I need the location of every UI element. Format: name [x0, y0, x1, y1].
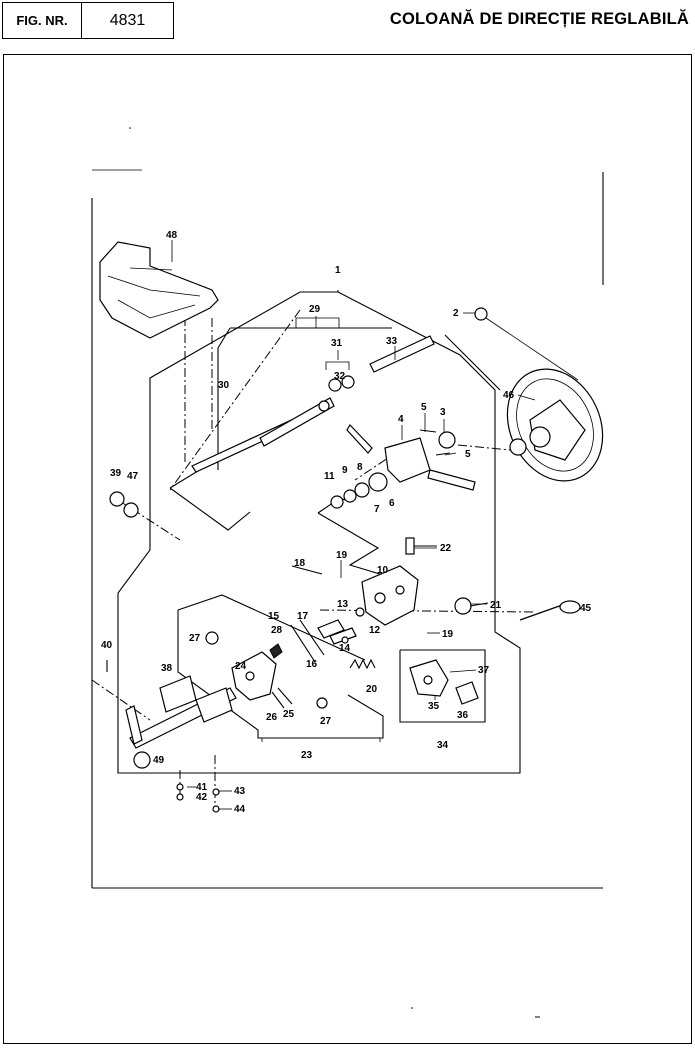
callout-46: 46	[503, 390, 515, 401]
tilt-housing-part	[361, 565, 489, 626]
figure-label: FIG. NR.	[3, 3, 82, 38]
ignition-key-part	[519, 600, 581, 621]
callout-47: 47	[127, 471, 139, 482]
callout-11: 11	[324, 471, 335, 482]
callout-33: 33	[386, 336, 398, 347]
figure-number: 4831	[109, 11, 146, 29]
combination-switch-part	[330, 424, 476, 509]
steering-nut-part	[474, 307, 488, 321]
callout-24: 24	[235, 661, 247, 672]
callout-34: 34	[437, 740, 449, 751]
callout-36: 36	[457, 710, 469, 721]
callout-5a: 5	[421, 402, 427, 413]
callout-2: 2	[453, 308, 459, 319]
scan-specks	[129, 127, 540, 1018]
group-brackets	[261, 317, 381, 742]
callout-15: 15	[268, 611, 280, 622]
callout-29: 29	[309, 304, 321, 315]
spring-part	[349, 658, 376, 670]
callout-28: 28	[271, 625, 283, 636]
lower-cover-part	[99, 241, 219, 339]
callout-12: 12	[369, 625, 381, 636]
callout-13: 13	[337, 599, 349, 610]
callout-17: 17	[297, 611, 309, 622]
callout-43: 43	[234, 786, 246, 797]
callout-19a: 19	[336, 550, 348, 561]
callout-30: 30	[218, 380, 230, 391]
steering-shaft-part	[191, 335, 435, 473]
callout-25: 25	[283, 709, 295, 720]
tilt-lever-parts	[290, 607, 365, 663]
callout-numbers: 48 1 2 29 31 33 32 30 46 4 5 3 5 11 9 8 …	[101, 230, 592, 815]
bearing-parts	[109, 491, 139, 518]
callout-41: 41	[196, 782, 208, 793]
column-bracket-part	[205, 631, 328, 709]
callout-37: 37	[478, 665, 490, 676]
assembly-outline	[117, 290, 521, 774]
callout-38: 38	[161, 663, 173, 674]
callout-42: 42	[196, 792, 208, 803]
callout-31: 31	[331, 338, 343, 349]
pin-part	[291, 565, 323, 575]
lower-column-part	[106, 660, 237, 813]
callout-7: 7	[374, 504, 380, 515]
callout-5b: 5	[465, 449, 471, 460]
callout-27a: 27	[189, 633, 201, 644]
inner-border	[91, 169, 604, 889]
callout-18: 18	[294, 558, 306, 569]
callout-35: 35	[428, 701, 440, 712]
callout-27b: 27	[320, 716, 332, 727]
callout-6: 6	[389, 498, 395, 509]
spring-pin-part	[405, 537, 437, 555]
callout-26: 26	[266, 712, 278, 723]
callout-19b: 19	[442, 629, 454, 640]
callout-39: 39	[110, 468, 122, 479]
callout-8: 8	[357, 462, 363, 473]
callout-14: 14	[339, 643, 351, 654]
callout-45: 45	[580, 603, 592, 614]
callout-49: 49	[153, 755, 165, 766]
steering-wheel-part	[506, 368, 604, 482]
leader-lines	[171, 240, 579, 810]
callout-21: 21	[490, 600, 502, 611]
callout-3: 3	[440, 407, 446, 418]
lock-cylinder-part	[409, 659, 479, 705]
callout-32: 32	[334, 371, 346, 382]
callout-23: 23	[301, 750, 313, 761]
diagram-frame	[3, 54, 692, 1044]
callout-44: 44	[234, 804, 246, 815]
callout-10: 10	[377, 565, 389, 576]
callout-4: 4	[398, 414, 404, 425]
callout-16: 16	[306, 659, 318, 670]
callout-48: 48	[166, 230, 178, 241]
callout-20: 20	[366, 684, 378, 695]
page-title: COLOANĂ DE DIRECȚIE REGLABILĂ	[389, 10, 689, 28]
figure-number-box: FIG. NR. 4831	[2, 2, 174, 39]
callout-40: 40	[101, 640, 113, 651]
callout-9: 9	[342, 465, 348, 476]
callout-1: 1	[335, 265, 341, 276]
callout-22: 22	[440, 543, 452, 554]
